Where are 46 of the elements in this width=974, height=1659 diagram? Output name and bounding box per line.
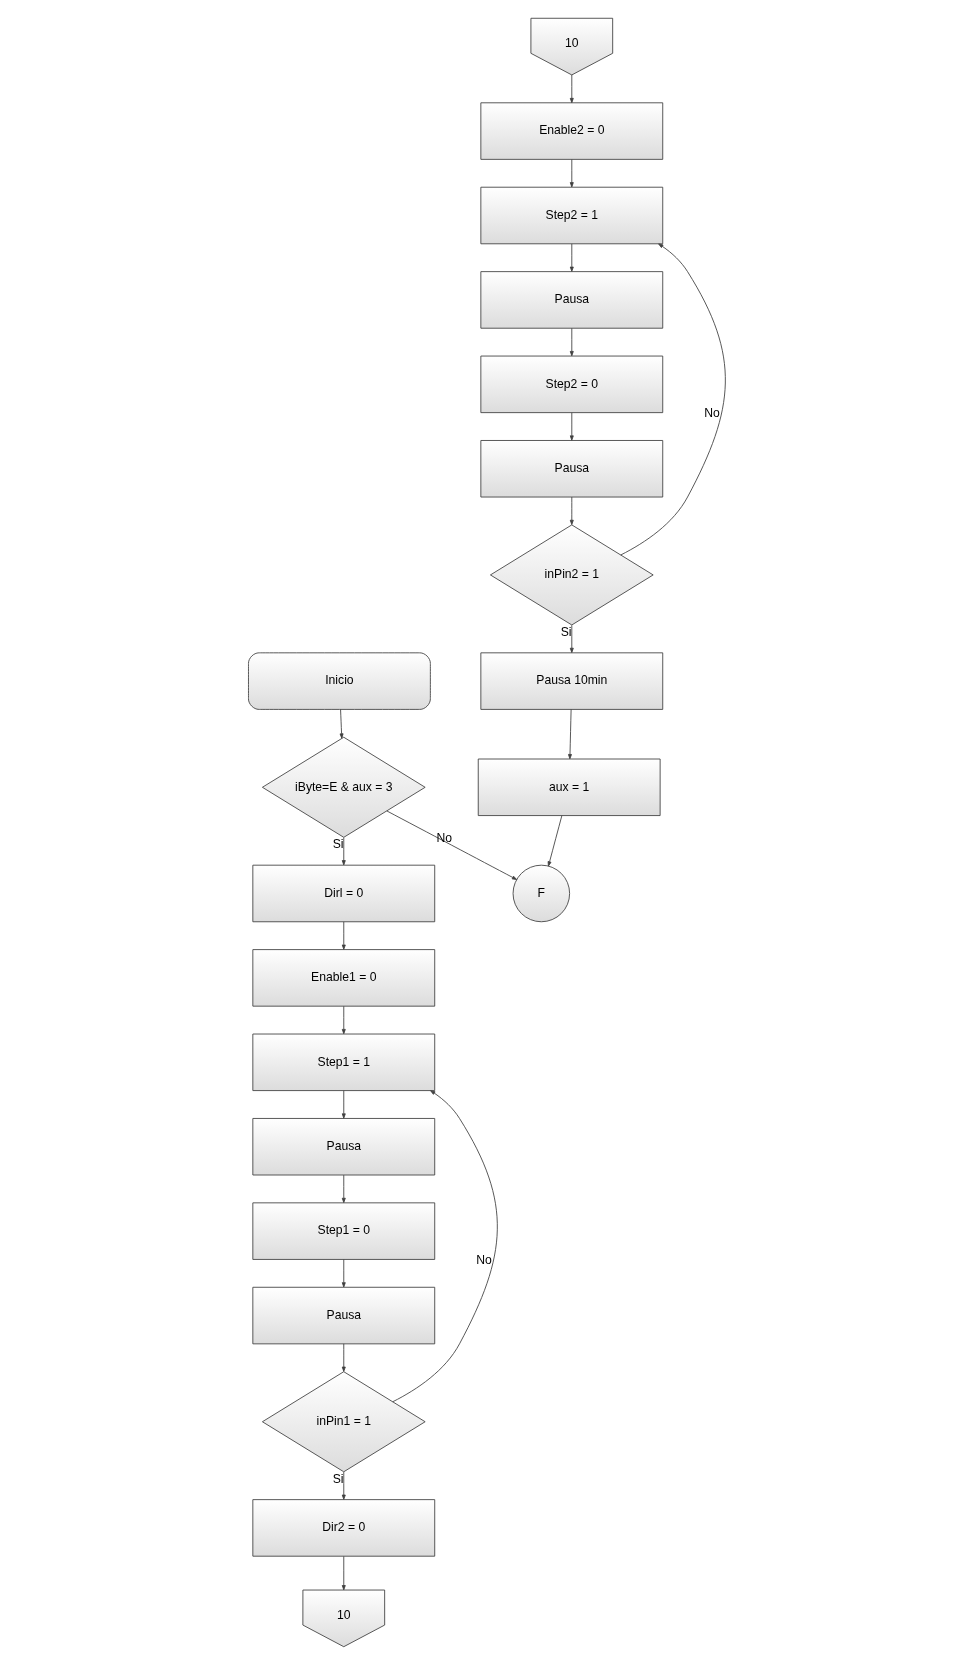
arrow xyxy=(620,243,726,556)
arrow xyxy=(341,1174,346,1203)
arrow xyxy=(568,709,572,760)
node-box: Step2 = 1 xyxy=(480,186,664,245)
node-box: Pausa xyxy=(252,1286,436,1345)
arrow xyxy=(341,1090,346,1119)
arrow xyxy=(339,709,344,739)
arrow xyxy=(392,1090,498,1403)
node-box: Pausa xyxy=(480,271,664,329)
node-box: Step2 = 0 xyxy=(480,355,664,414)
arrow xyxy=(386,810,518,880)
arrow xyxy=(569,159,574,188)
edge-label: Si xyxy=(560,624,572,639)
arrow xyxy=(341,1471,346,1500)
arrow xyxy=(569,243,574,272)
arrow xyxy=(341,1343,346,1372)
node-box: Pausa 10min xyxy=(480,652,664,710)
node-box: Inicio xyxy=(248,652,431,710)
arrow xyxy=(341,837,346,866)
arrow xyxy=(341,1005,346,1035)
node-box: Dir2 = 0 xyxy=(252,1499,436,1557)
node-diamond: inPin2 = 1 xyxy=(490,524,654,626)
arrow xyxy=(569,74,574,104)
arrow xyxy=(569,624,574,653)
arrow xyxy=(341,1555,346,1591)
edge-label: No xyxy=(436,831,452,846)
node-diamond: iByte=E & aux = 3 xyxy=(261,736,426,838)
edge-label: No xyxy=(476,1252,492,1267)
arrow xyxy=(569,412,574,441)
node-box: aux = 1 xyxy=(477,758,661,816)
node-box: Enable2 = 0 xyxy=(480,102,664,160)
node-box: Pausa xyxy=(252,1118,436,1176)
arrow xyxy=(547,815,563,867)
arrow xyxy=(569,327,574,357)
node-box: Enable1 = 0 xyxy=(252,949,436,1007)
arrow xyxy=(341,921,346,950)
node-diamond: inPin1 = 1 xyxy=(261,1371,426,1473)
edge-label: No xyxy=(704,405,720,420)
node-box: Dirl = 0 xyxy=(252,864,436,923)
arrow xyxy=(341,1259,346,1288)
edge-label: Si xyxy=(332,837,344,852)
edge-label: Si xyxy=(332,1471,344,1486)
node-box: Pausa xyxy=(480,440,664,498)
arrow xyxy=(569,496,574,526)
node-box: Step1 = 0 xyxy=(252,1202,436,1260)
node-box: Step1 = 1 xyxy=(252,1033,436,1092)
